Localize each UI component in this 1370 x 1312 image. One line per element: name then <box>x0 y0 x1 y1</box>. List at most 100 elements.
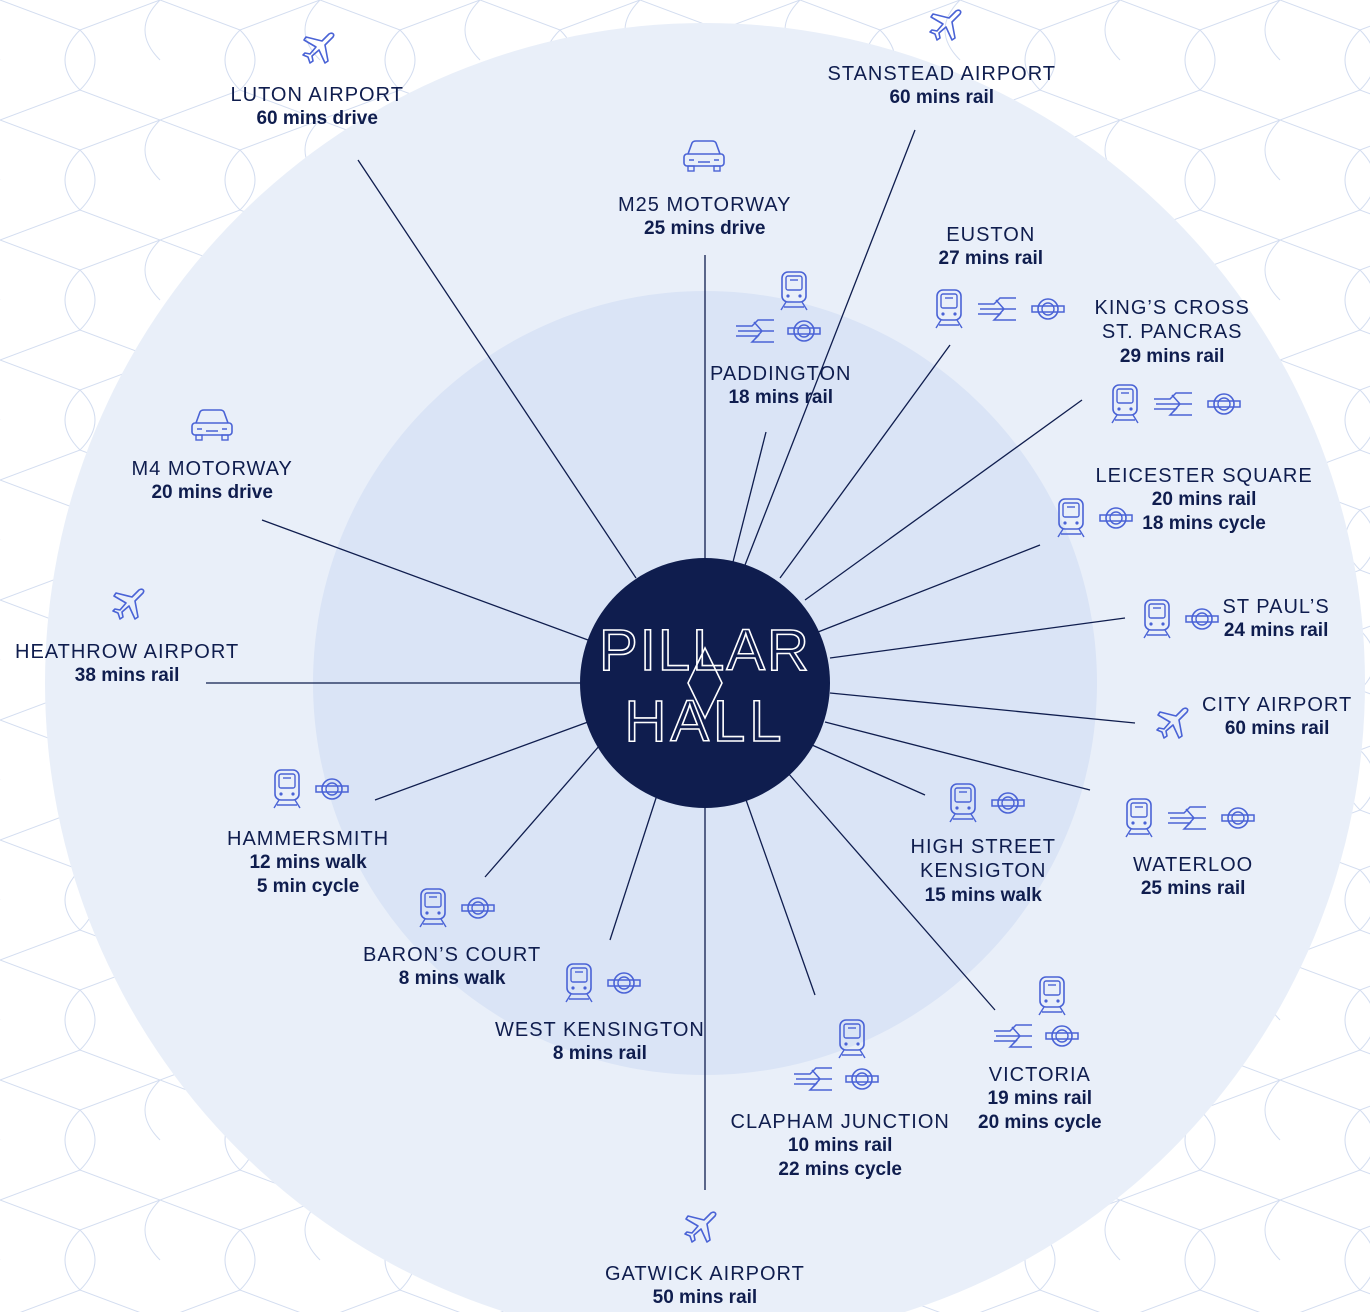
euston-icons <box>932 288 1066 330</box>
travel-time: 38 mins rail <box>74 665 180 687</box>
destination-name: VICTORIA <box>988 1064 1091 1086</box>
national-rail-icon <box>792 1066 836 1092</box>
destination-name: LEICESTER SQUARE <box>1095 465 1313 487</box>
travel-time: 60 mins rail <box>1224 718 1330 740</box>
connector-lines <box>206 129 1136 1190</box>
underground-icon <box>1030 296 1066 322</box>
connector-high-street-kensington <box>811 744 926 796</box>
train-icon <box>416 887 450 929</box>
logo-top-text: PILLAR <box>599 618 811 683</box>
underground-icon <box>1044 1023 1080 1049</box>
connector-city-airport <box>829 692 1136 724</box>
destination-name: M4 MOTORWAY <box>131 458 293 480</box>
destination-name: STANSTEAD AIRPORT <box>827 63 1057 85</box>
connector-paddington <box>732 431 767 563</box>
travel-time: 20 mins rail <box>1151 489 1257 511</box>
car-icon <box>188 406 236 444</box>
train-icon <box>777 270 811 312</box>
travel-time: 20 mins drive <box>151 482 273 504</box>
car-icon <box>680 137 728 175</box>
underground-icon <box>1206 391 1242 417</box>
logo-bottom-text: HALL <box>624 689 785 754</box>
destination-name: KING’S CROSS <box>1094 297 1250 319</box>
travel-time: 60 mins rail <box>889 87 995 109</box>
train-icon <box>1054 497 1088 539</box>
travel-time: 50 mins rail <box>652 1287 758 1309</box>
connector-victoria <box>787 772 996 1011</box>
train-icon <box>835 1018 869 1060</box>
underground-icon <box>990 790 1026 816</box>
destination-name: LUTON AIRPORT <box>230 84 404 106</box>
stanstead-icons <box>925 5 965 45</box>
national-rail-icon <box>976 296 1020 322</box>
train-icon <box>1140 598 1174 640</box>
connector-st-pauls <box>829 617 1126 659</box>
connector-west-kensington <box>609 794 658 941</box>
underground-icon <box>314 776 350 802</box>
underground-icon <box>1098 505 1134 531</box>
travel-time: 25 mins drive <box>644 218 766 240</box>
destination-name: ST. PANCRAS <box>1101 321 1243 344</box>
plane-icon <box>680 1207 720 1247</box>
connector-m4 <box>261 519 589 641</box>
travel-time: 8 mins walk <box>398 968 506 990</box>
destination-name: ST PAUL’S <box>1222 596 1330 618</box>
plane-icon <box>298 28 338 68</box>
gatwick-icons <box>680 1207 720 1247</box>
travel-time: 8 mins rail <box>552 1043 647 1065</box>
train-icon <box>1035 975 1069 1017</box>
connector-euston <box>779 344 951 579</box>
destination-name: HAMMERSMITH <box>227 828 390 850</box>
connector-luton <box>357 159 637 579</box>
train-icon <box>1108 383 1142 425</box>
kings-cross-icons <box>1108 383 1242 425</box>
connector-clapham-junction <box>744 796 816 996</box>
underground-icon <box>786 318 822 344</box>
destination-name: WATERLOO <box>1133 854 1254 876</box>
underground-icon <box>606 970 642 996</box>
destination-name: CITY AIRPORT <box>1202 694 1353 716</box>
destination-name: CLAPHAM JUNCTION <box>730 1111 950 1133</box>
train-icon <box>270 768 304 810</box>
west-kensington-icons <box>562 962 642 1004</box>
travel-time: 5 min cycle <box>256 875 360 897</box>
plane-icon <box>925 5 965 45</box>
travel-time: 18 mins cycle <box>1142 512 1266 534</box>
travel-time: 24 mins rail <box>1223 620 1329 642</box>
travel-time: 18 mins rail <box>728 387 834 409</box>
pillar-hall-logo: PILLAR HALL <box>580 558 830 808</box>
connector-hammersmith <box>374 721 589 801</box>
travel-time: 22 mins cycle <box>778 1158 902 1180</box>
waterloo-icons <box>1122 797 1256 839</box>
travel-time: 19 mins rail <box>987 1088 1093 1110</box>
connector-waterloo <box>824 721 1091 791</box>
national-rail-icon <box>734 318 778 344</box>
travel-time: 27 mins rail <box>938 248 1044 270</box>
destination-name: KENSIGTON <box>920 860 1047 883</box>
destination-name: GATWICK AIRPORT <box>605 1263 805 1285</box>
travel-time: 10 mins rail <box>787 1135 893 1157</box>
clapham-junction-icons <box>794 1018 880 1092</box>
connector-kings-cross <box>804 399 1083 601</box>
travel-time: 60 mins drive <box>256 108 378 130</box>
national-rail-icon <box>1166 805 1210 831</box>
underground-icon <box>1184 606 1220 632</box>
m25-icons <box>680 137 728 175</box>
high-street-kensington-icons <box>946 782 1026 824</box>
logo-diamond <box>687 646 723 720</box>
